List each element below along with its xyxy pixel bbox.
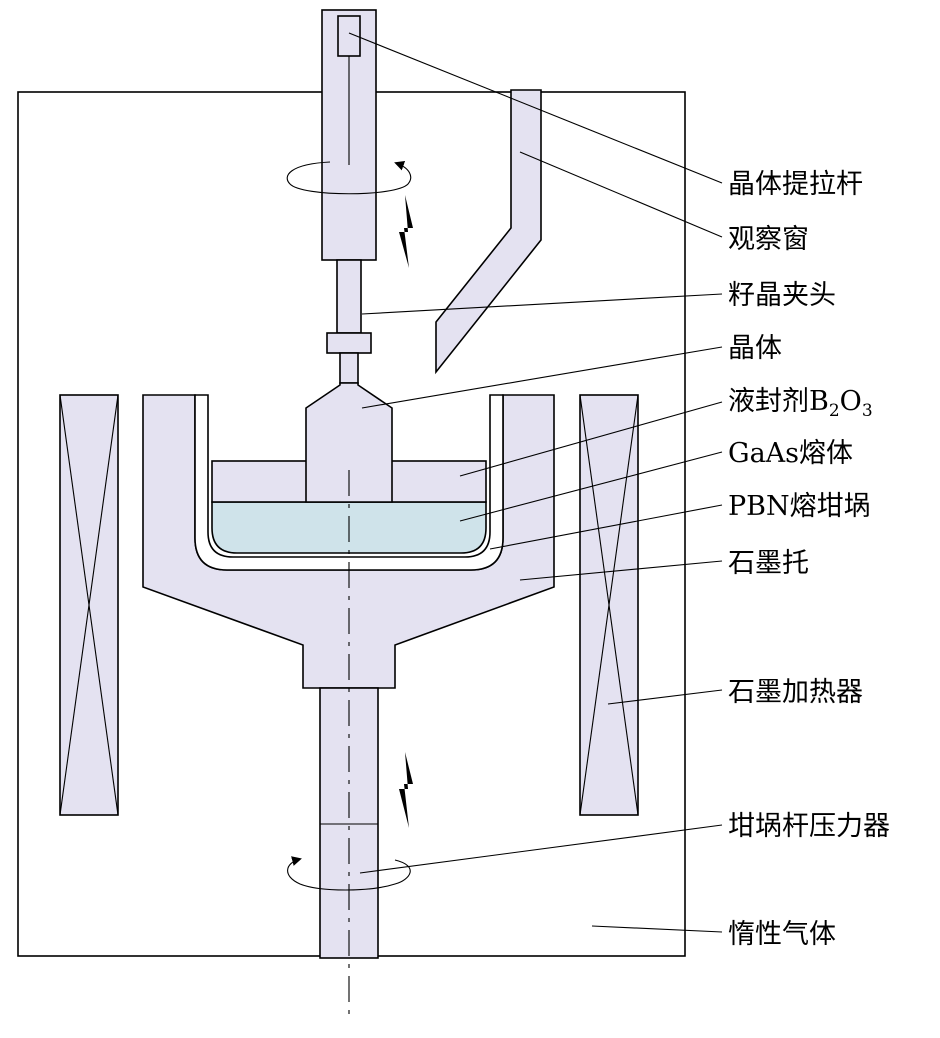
label-graphite-heater: 石墨加热器: [728, 677, 863, 708]
pbn-crucible: [194, 394, 504, 571]
label-crucible-rod: 坩埚杆压力器: [728, 811, 890, 842]
seed-neck: [339, 352, 359, 384]
seed-chuck: [326, 332, 372, 354]
graphite-heater-right: [579, 394, 639, 816]
label-graphite-holder: 石墨托: [728, 548, 809, 579]
label-seed-chuck: 籽晶夹头: [728, 280, 836, 311]
lift-arrow-bottom: [399, 752, 413, 828]
encapsulant-prefix: 液封剂B: [728, 386, 829, 417]
observation-window: [435, 89, 542, 375]
encapsulant-o: O: [840, 386, 862, 417]
rotation-arrow-bottom: [287, 856, 411, 891]
label-observation-window: 观察窗: [728, 224, 809, 255]
label-encapsulant: 液封剂B2O3: [728, 386, 873, 421]
rotation-arrow-top: [286, 161, 412, 195]
graphite-heater-left: [59, 394, 119, 816]
crucible-rod: [319, 687, 379, 959]
seed-rod: [336, 259, 362, 334]
label-gaas-melt: GaAs熔体: [728, 438, 853, 469]
crystal: [305, 382, 393, 503]
lift-arrow-top: [399, 195, 413, 268]
leader-lines: [348, 32, 723, 933]
label-pbn-crucible: PBN熔坩埚: [728, 491, 871, 522]
encapsulant-sub-2: 2: [829, 401, 840, 421]
label-crystal: 晶体: [728, 333, 782, 364]
encapsulant-sub-3: 3: [862, 401, 873, 421]
label-inert-gas: 惰性气体: [728, 919, 836, 950]
label-pull-rod: 晶体提拉杆: [728, 169, 863, 200]
